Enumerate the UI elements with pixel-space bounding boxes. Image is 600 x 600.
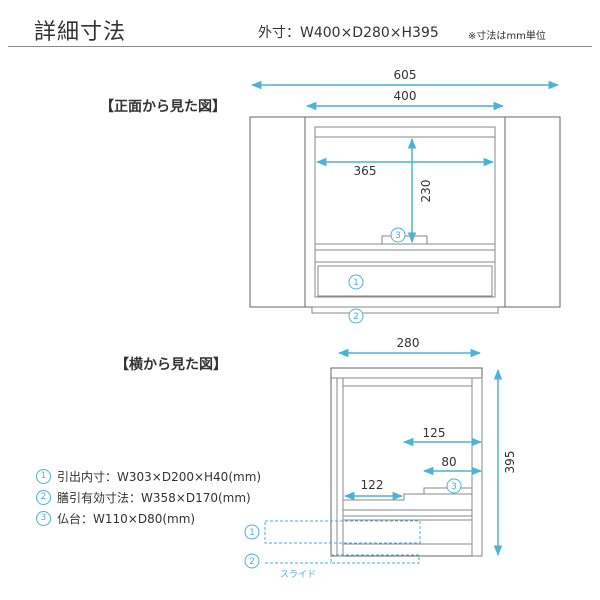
cabinet-body [304,116,506,308]
side-view-heading: 【横から見た図】 [115,357,227,373]
marker-1-front [348,274,364,290]
dim-label-230: 230 [419,180,433,203]
right-door [504,116,561,308]
marker-2-front-label: 2 [353,312,359,322]
marker-2-front [348,308,364,324]
front-view-heading: 【正面から見た図】 [100,99,226,115]
dim-label-605: 605 [394,68,417,82]
legend-text-1: 引出内寸：W303×D200×H40(mm) [57,470,262,484]
marker-1-front-label: 1 [353,278,359,288]
marker-3-front [390,227,406,243]
left-door [249,116,306,308]
top-band [314,126,496,138]
page-title: 詳細寸法 [34,20,127,45]
dim-label-365: 365 [354,164,377,178]
unit-note: ※寸法はmm単位 [468,31,546,42]
marker-3-front-label: 3 [395,231,401,241]
legend-text-2: 膳引有効寸法：W358×D170(mm) [57,491,251,505]
legend-text-3: 仏台：W110×D80(mm) [57,512,196,526]
interior [314,136,496,298]
dim-label-400: 400 [394,89,417,103]
legend-item-drawer: 1 引出内寸：W303×D200×H40(mm) [36,468,261,485]
legend-item-tray: 2 膳引有効寸法：W358×D170(mm) [36,489,251,506]
title-divider [8,46,592,47]
outer-dimensions: 外寸：W400×D280×H395 [258,25,439,41]
legend-number-1: 1 [36,469,51,484]
slide-tray-front [311,306,499,314]
legend-number-3: 3 [36,511,51,526]
legend-item-altar: 3 仏台：W110×D80(mm) [36,510,195,527]
drawer-front [317,265,493,297]
legend-number-2: 2 [36,490,51,505]
